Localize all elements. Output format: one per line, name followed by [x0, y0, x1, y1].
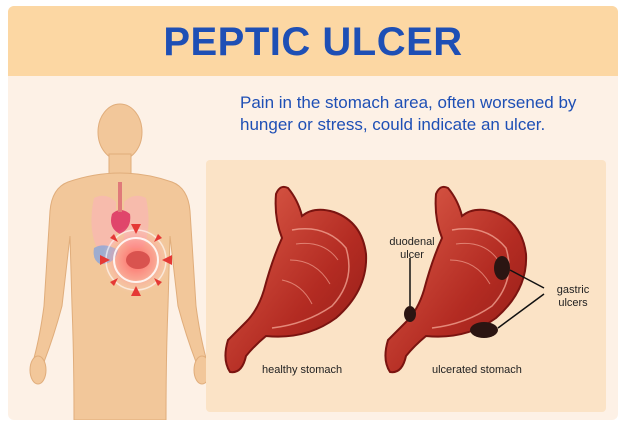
gastric-label-line2: ulcers — [558, 297, 588, 309]
right-hand — [193, 355, 208, 385]
stomach-comparison-panel: healthy stomach ulcerated stomach duoden… — [206, 160, 606, 412]
gastric-ulcer-mark-upper — [494, 256, 510, 280]
stomach-diagrams — [224, 185, 545, 374]
ulcerated-stomach — [384, 185, 545, 374]
healthy-stomach — [224, 185, 368, 374]
body-silhouette — [33, 103, 207, 420]
ulcerated-stomach-label: ulcerated stomach — [432, 364, 522, 376]
infographic-card: PEPTIC ULCER — [8, 6, 618, 420]
header-bar: PEPTIC ULCER — [8, 6, 618, 76]
description-text: Pain in the stomach area, often worsened… — [240, 93, 577, 134]
duodenal-label-line2: ulcer — [400, 249, 424, 261]
body-illustration — [29, 103, 208, 420]
duodenal-ulcer-mark — [404, 306, 416, 322]
gastric-pointer-lower — [497, 293, 545, 329]
stomach-organ — [126, 251, 150, 269]
left-hand — [29, 355, 47, 385]
healthy-stomach-label: healthy stomach — [262, 364, 343, 376]
pain-arrows — [100, 224, 172, 296]
page-title: PEPTIC ULCER — [163, 20, 463, 64]
duodenal-label-line1: duodenal — [389, 236, 435, 248]
gastric-ulcers-label: gastric ulcers — [546, 284, 600, 310]
gastric-ulcer-mark-lower — [470, 322, 498, 338]
gastric-pointer-upper — [509, 269, 545, 289]
gastric-label-line1: gastric — [556, 284, 590, 296]
duodenal-ulcer-label: duodenal ulcer — [384, 236, 440, 262]
